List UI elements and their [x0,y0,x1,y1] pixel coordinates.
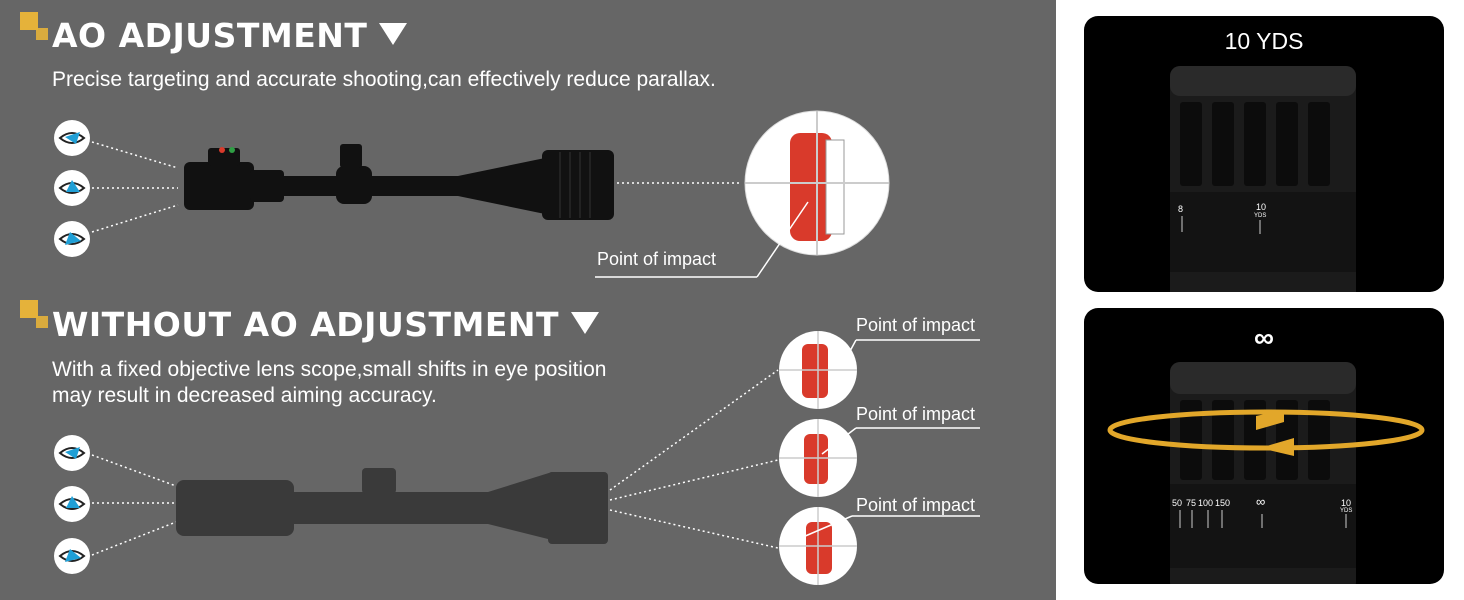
scale-unit: YDS [1340,508,1353,514]
eye-icon [54,435,90,471]
eye-icon [54,486,90,522]
triangle-down-icon [379,22,408,45]
impact-label-2: Point of impact [856,404,976,424]
scale-infinity: ∞ [1256,494,1266,509]
scale-10: 10 [1341,498,1352,508]
eye-icon [54,538,90,574]
scale-75: 75 [1186,498,1197,508]
accent-square-small [36,316,48,328]
right-section: 10 YDS 8 10 YDS ∞ [1056,0,1464,600]
scale-10: 10 [1256,202,1267,212]
ao-heading-text: AO ADJUSTMENT [52,16,368,55]
scope-ring-bottom [1107,362,1425,584]
scope-ring-top [1170,66,1356,292]
target-2 [779,419,980,497]
triangle-down-icon [571,311,600,334]
without-heading-text: WITHOUT AO ADJUSTMENT [52,305,560,344]
impact-label-3: Point of impact [856,495,976,515]
eye-icon [54,120,90,156]
scale-100: 100 [1198,498,1214,508]
without-description-line1: With a fixed objective lens scope,small … [52,358,607,381]
accent-square-small [36,28,48,40]
panel-top-label: 10 YDS [1224,28,1304,54]
left-section: AO ADJUSTMENT Precise targeting and accu… [0,0,1056,600]
accent-square [20,12,38,30]
scale-50: 50 [1172,498,1183,508]
without-description: With a fixed objective lens scope,small … [52,357,606,409]
panel-bottom-label: ∞ [1254,322,1274,353]
ao-heading: AO ADJUSTMENT [52,16,408,55]
ao-diagram [91,110,890,278]
scale-8: 8 [1178,204,1184,214]
panel-infinity: ∞ 50 7 [1084,308,1444,584]
without-description-line2: may result in decreased aiming accuracy. [52,384,437,407]
impact-label-1: Point of impact [856,315,976,335]
without-heading: WITHOUT AO ADJUSTMENT [52,305,600,344]
accent-square [20,300,38,318]
target-3 [779,507,980,585]
panel-10yds: 10 YDS 8 10 YDS [1084,16,1444,292]
without-diagram [91,331,980,585]
eye-icon [54,170,90,206]
scale-150: 150 [1215,498,1231,508]
scale-unit: YDS [1254,213,1267,219]
eye-icon [54,221,90,257]
ao-description: Precise targeting and accurate shooting,… [52,68,716,91]
ao-impact-label: Point of impact [597,249,717,269]
target-1 [779,331,980,409]
